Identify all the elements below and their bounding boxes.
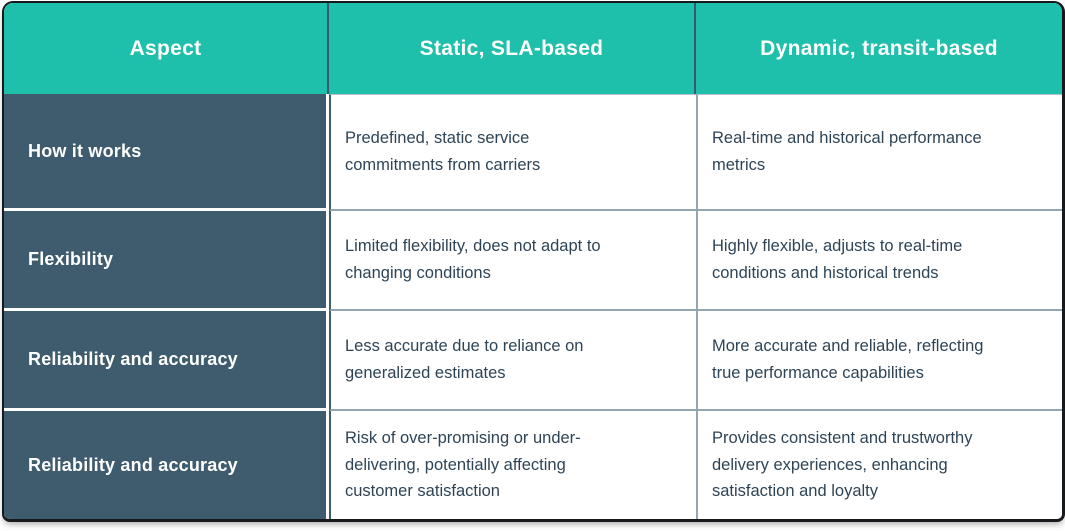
cell-reliability-2-dynamic: Provides consistent and trustworthy deli… [696,411,1062,519]
row-label-how-it-works: How it works [4,94,329,211]
row-label-reliability-accuracy-2: Reliability and accuracy [4,411,329,519]
column-header-aspect: Aspect [4,3,329,94]
cell-reliability-1-dynamic: More accurate and reliable, reflecting t… [696,311,1062,411]
row-label-reliability-accuracy-1: Reliability and accuracy [4,311,329,411]
comparison-table: Aspect Static, SLA-based Dynamic, transi… [2,1,1065,522]
cell-flexibility-static: Limited flexibility, does not adapt to c… [329,211,696,311]
cell-reliability-1-static: Less accurate due to reliance on general… [329,311,696,411]
cell-how-it-works-static: Predefined, static service commitments f… [329,94,696,211]
column-header-static-sla: Static, SLA-based [329,3,696,94]
cell-how-it-works-dynamic: Real-time and historical performance met… [696,94,1062,211]
cell-reliability-2-static: Risk of over-promising or under- deliver… [329,411,696,519]
row-label-flexibility: Flexibility [4,211,329,311]
cell-flexibility-dynamic: Highly flexible, adjusts to real-time co… [696,211,1062,311]
column-header-dynamic-transit: Dynamic, transit-based [696,3,1062,94]
